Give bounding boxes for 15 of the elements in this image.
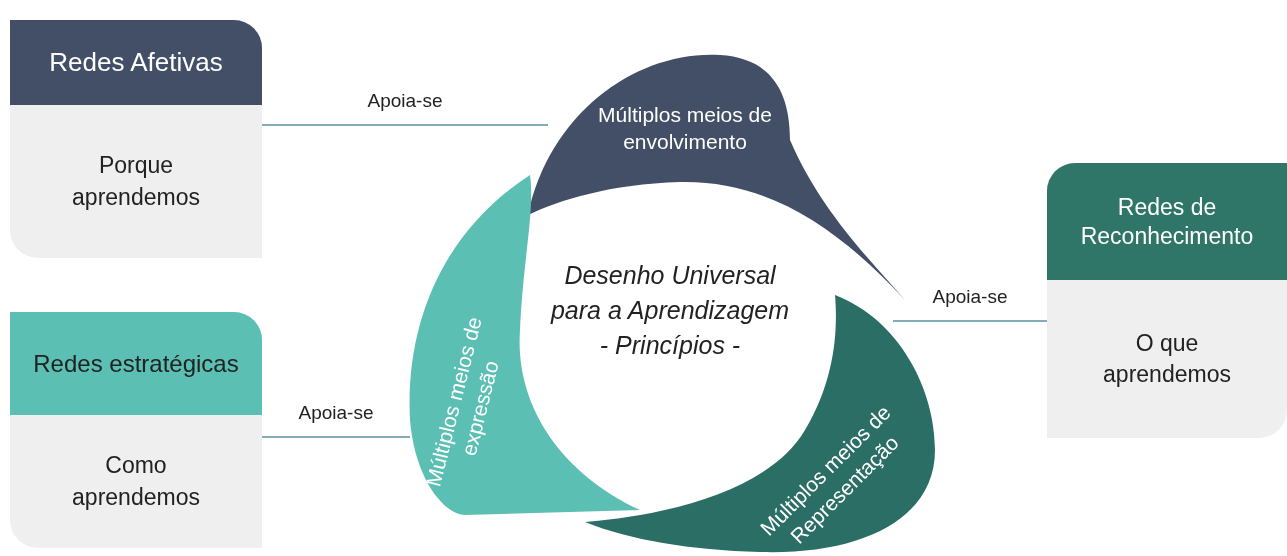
card-heading: Redes estratégicas (10, 312, 262, 415)
connector-line (261, 124, 549, 126)
petal-label: Múltiplos meios de expressão (420, 313, 504, 491)
card-heading: Redes Afetivas (10, 20, 262, 105)
info-card (1047, 163, 1287, 438)
card-text: Como aprendemos (71, 451, 201, 512)
card-text: Porque aprendemos (71, 151, 201, 212)
petal-label: Múltiplos meios de envolvimento (597, 101, 773, 155)
info-card (10, 312, 262, 548)
card-text: O que aprendemos (1102, 328, 1232, 389)
connector-line (261, 436, 411, 438)
center-title: Desenho Universal para a Aprendizagem - Princípios - (549, 260, 791, 361)
info-card (10, 20, 262, 258)
connector-line (892, 320, 1048, 322)
card-heading: Redes de Reconhecimento (1047, 163, 1287, 280)
